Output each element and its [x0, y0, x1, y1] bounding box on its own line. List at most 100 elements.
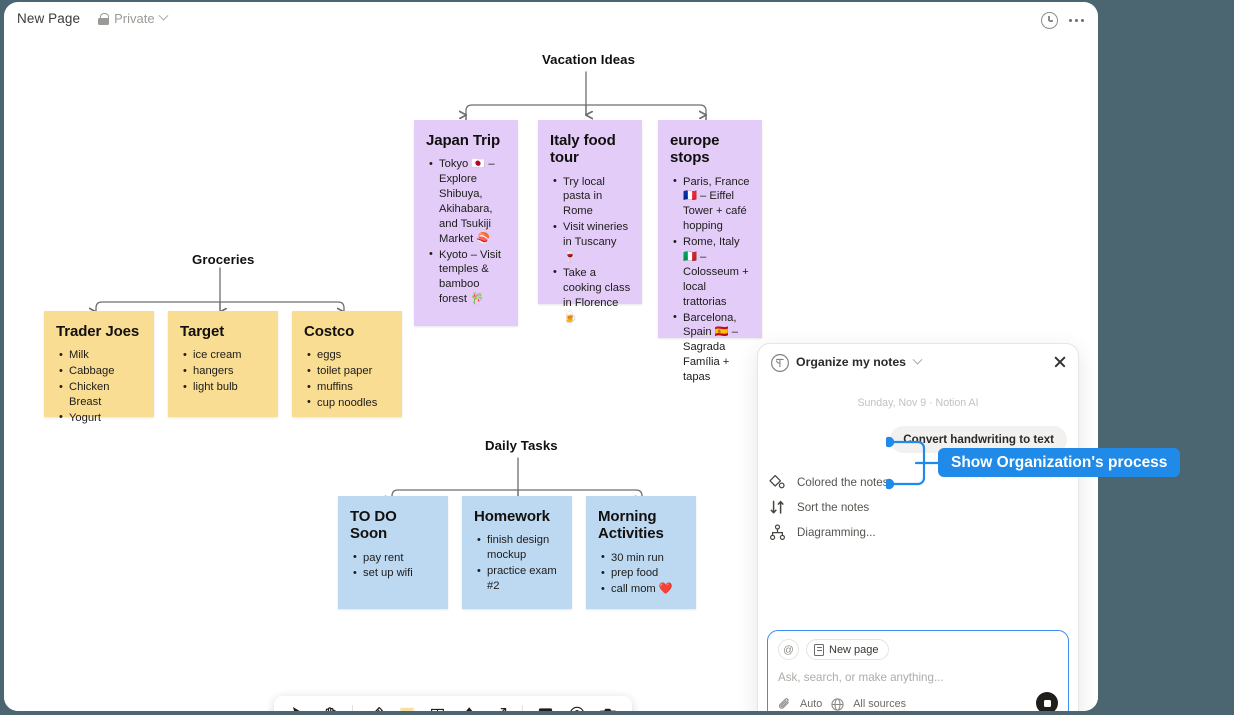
card-list: eggs toilet paper muffins cup noodles [304, 348, 391, 411]
list-item: pay rent [353, 550, 437, 566]
callout-show-organization-process[interactable]: Show Organization's process [938, 448, 1181, 477]
list-item: prep food [601, 566, 685, 581]
frame-tool[interactable] [532, 701, 559, 711]
whiteboard-canvas[interactable]: Vacation Ideas Japan Trip Tokyo 🇯🇵 – Exp… [4, 40, 1098, 711]
card-morning-activities[interactable]: Morning Activities 30 min run prep food … [586, 496, 696, 609]
chevron-down-icon [158, 10, 169, 21]
sort-arrows-icon [769, 499, 786, 516]
ai-panel-title: Organize my notes [796, 355, 907, 369]
card-italy-food-tour[interactable]: Italy food tour Try local pasta in Rome … [538, 120, 642, 324]
card-title: Italy food tour [550, 132, 616, 167]
card-japan-trip[interactable]: Japan Trip Tokyo 🇯🇵 – Explore Shibuya, A… [414, 120, 518, 326]
stop-send-icon[interactable] [1036, 692, 1058, 711]
list-item: set up wifi [353, 566, 437, 581]
ai-composer[interactable]: @ New page Ask, search, or make anything… [767, 630, 1069, 711]
card-homework[interactable]: Homework finish design mockup practice e… [462, 496, 572, 609]
help-button[interactable] [563, 701, 590, 711]
list-item: Barcelona, Spain 🇪🇸 – Sagrada Família + … [673, 310, 751, 385]
ai-step-colored-notes[interactable]: Colored the notes [769, 470, 999, 494]
notion-ai-icon [770, 353, 789, 372]
close-icon[interactable] [1053, 355, 1067, 369]
screenshot-tool[interactable] [594, 701, 621, 711]
list-item: 30 min run [601, 550, 685, 566]
list-item: Try local pasta in Rome [553, 174, 631, 220]
ai-step-sort-notes[interactable]: Sort the notes [769, 495, 999, 519]
group-title-daily-tasks[interactable]: Daily Tasks [485, 438, 558, 453]
ai-steps-list: Colored the notes Sort the notes [769, 470, 999, 545]
connector-tool[interactable] [486, 701, 513, 711]
card-list: Tokyo 🇯🇵 – Explore Shibuya, Akihabara, a… [426, 157, 507, 307]
list-item: Tokyo 🇯🇵 – Explore Shibuya, Akihabara, a… [429, 157, 507, 246]
select-tool[interactable] [285, 701, 312, 711]
document-icon [814, 643, 824, 656]
text-tool[interactable] [424, 701, 451, 711]
list-item: Take a cooking class in Florence 🍺 [553, 265, 631, 326]
callout-connector [886, 436, 944, 490]
list-item: Kyoto – Visit temples & bamboo forest 🎋 [429, 247, 507, 308]
card-title: TO DO Soon [350, 508, 397, 543]
lock-icon [98, 12, 110, 25]
composer-mode-label[interactable]: Auto [800, 698, 823, 710]
pen-tool[interactable] [362, 701, 389, 711]
composer-footer: Auto All sources [778, 692, 1058, 711]
context-chip-label: New page [829, 643, 879, 656]
list-item: Paris, France 🇫🇷 – Eiffel Tower + café h… [673, 174, 751, 235]
ai-panel-header: Organize my notes [758, 344, 1078, 380]
list-item: toilet paper [307, 364, 391, 379]
composer-chip-row: @ New page [778, 639, 1058, 660]
card-list: pay rent set up wifi [350, 550, 437, 582]
list-item: Visit wineries in Tuscany 🍷 [553, 220, 631, 265]
card-costco[interactable]: Costco eggs toilet paper muffins cup noo… [292, 311, 402, 417]
ai-step-label: Diagramming... [797, 525, 876, 539]
list-item: Rome, Italy 🇮🇹 – Colosseum + local tratt… [673, 235, 751, 309]
more-options-icon[interactable] [1069, 18, 1084, 23]
top-bar: New Page Private [4, 2, 1098, 40]
ai-prompt-input[interactable]: Ask, search, or make anything... [778, 671, 944, 684]
list-item: light bulb [183, 380, 267, 395]
card-title: europe stops [670, 132, 720, 167]
list-item: hangers [183, 364, 267, 379]
ai-date-divider: Sunday, Nov 9 · Notion AI [857, 397, 979, 409]
card-list: Try local pasta in Rome Visit wineries i… [550, 174, 631, 326]
privacy-label: Private [114, 11, 155, 26]
clock-history-icon[interactable] [1041, 12, 1059, 29]
paperclip-icon[interactable] [778, 697, 791, 711]
card-title: Trader Joes [56, 323, 140, 340]
card-to-do-soon[interactable]: TO DO Soon pay rent set up wifi [338, 496, 448, 609]
group-title-groceries[interactable]: Groceries [192, 252, 255, 267]
page-title[interactable]: New Page [17, 11, 81, 26]
card-europe-stops[interactable]: europe stops Paris, France 🇫🇷 – Eiffel T… [658, 120, 762, 383]
card-target[interactable]: Target ice cream hangers light bulb [168, 311, 278, 417]
mention-button[interactable]: @ [778, 639, 799, 660]
globe-icon [831, 697, 844, 711]
card-title: Homework [474, 508, 550, 525]
ai-assistant-panel[interactable]: Organize my notes Sunday, Nov 9 · Notion… [757, 343, 1079, 711]
list-item: Cabbage [59, 364, 143, 379]
card-title: Japan Trip [426, 132, 501, 149]
card-list: ice cream hangers light bulb [180, 348, 267, 395]
top-bar-left: New Page Private [17, 10, 169, 26]
list-item: practice exam #2 [477, 564, 561, 594]
card-list: Paris, France 🇫🇷 – Eiffel Tower + café h… [670, 174, 751, 385]
app-window: New Page Private [4, 2, 1098, 711]
shapes-tool[interactable] [455, 701, 482, 711]
chevron-down-icon[interactable] [912, 354, 923, 365]
card-title: Target [180, 323, 225, 340]
top-bar-right [1041, 12, 1084, 29]
card-trader-joes[interactable]: Trader Joes Milk Cabbage Chicken Breast … [44, 311, 154, 425]
group-title-vacation[interactable]: Vacation Ideas [542, 52, 636, 67]
ai-step-diagramming[interactable]: Diagramming... [769, 520, 999, 544]
card-title: Morning Activities [598, 508, 664, 543]
composer-sources-label[interactable]: All sources [853, 698, 907, 710]
canvas-toolbar[interactable] [274, 696, 632, 711]
privacy-selector[interactable]: Private [98, 10, 169, 26]
sticky-note-tool[interactable] [393, 701, 420, 711]
list-item: ice cream [183, 348, 267, 363]
color-swatch-icon [769, 474, 786, 491]
context-chip-new-page[interactable]: New page [806, 639, 889, 660]
pan-tool[interactable] [316, 701, 343, 711]
ai-step-label: Sort the notes [797, 500, 870, 514]
list-item: Chicken Breast [59, 380, 143, 410]
list-item: Yogurt [59, 410, 143, 426]
